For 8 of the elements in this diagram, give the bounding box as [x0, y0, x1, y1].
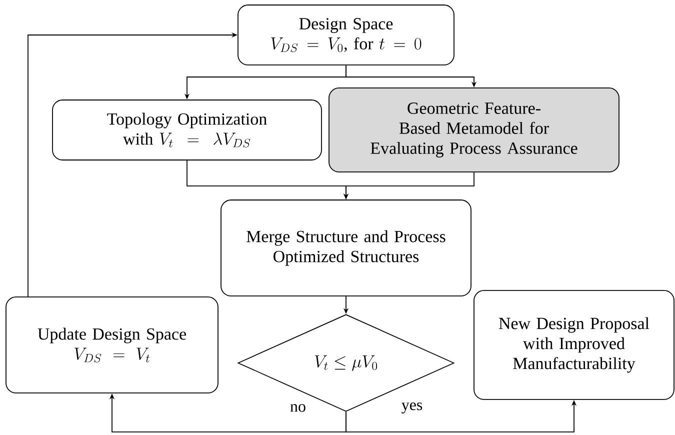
process-box: Merge Structure and Process Optimized Structures: [220, 200, 472, 296]
process-box: Design Space $V_{DS}=V_0\mbox{, for }t=0$: [238, 4, 454, 66]
edge-label: yes: [402, 402, 422, 414]
process-box: New Design Proposal with Improved Manufacturability: [474, 290, 674, 400]
process-box: Topology Optimization $\mbox{with }V_t=\lambda V_{DS}$: [52, 100, 322, 160]
process-box: Geometric Feature-Based Metamodel for Evaluating Process Assurance: [328, 88, 620, 172]
process-box: Update Design Space $V_{DS}=V_t$: [6, 296, 218, 394]
edge-label: no: [290, 404, 306, 412]
